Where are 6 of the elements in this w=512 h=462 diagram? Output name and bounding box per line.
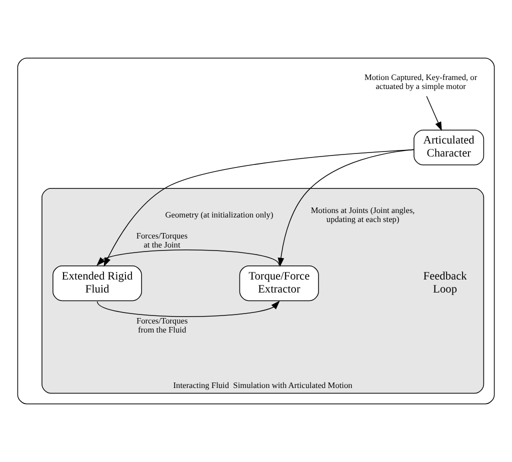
edge-label: Geometry (at initialization only) (165, 210, 274, 220)
edge-label: Motions at Joints (Joint angles, updating at each step) (310, 206, 415, 224)
node-text: Motion Captured, Key-framed, or actuated by a simple motor (364, 72, 478, 92)
label: Feedback Loop (423, 270, 467, 296)
edge-label: Forces/Torques at the Joint (136, 231, 188, 250)
edge-label: Forces/Torques from the Fluid (136, 316, 188, 334)
